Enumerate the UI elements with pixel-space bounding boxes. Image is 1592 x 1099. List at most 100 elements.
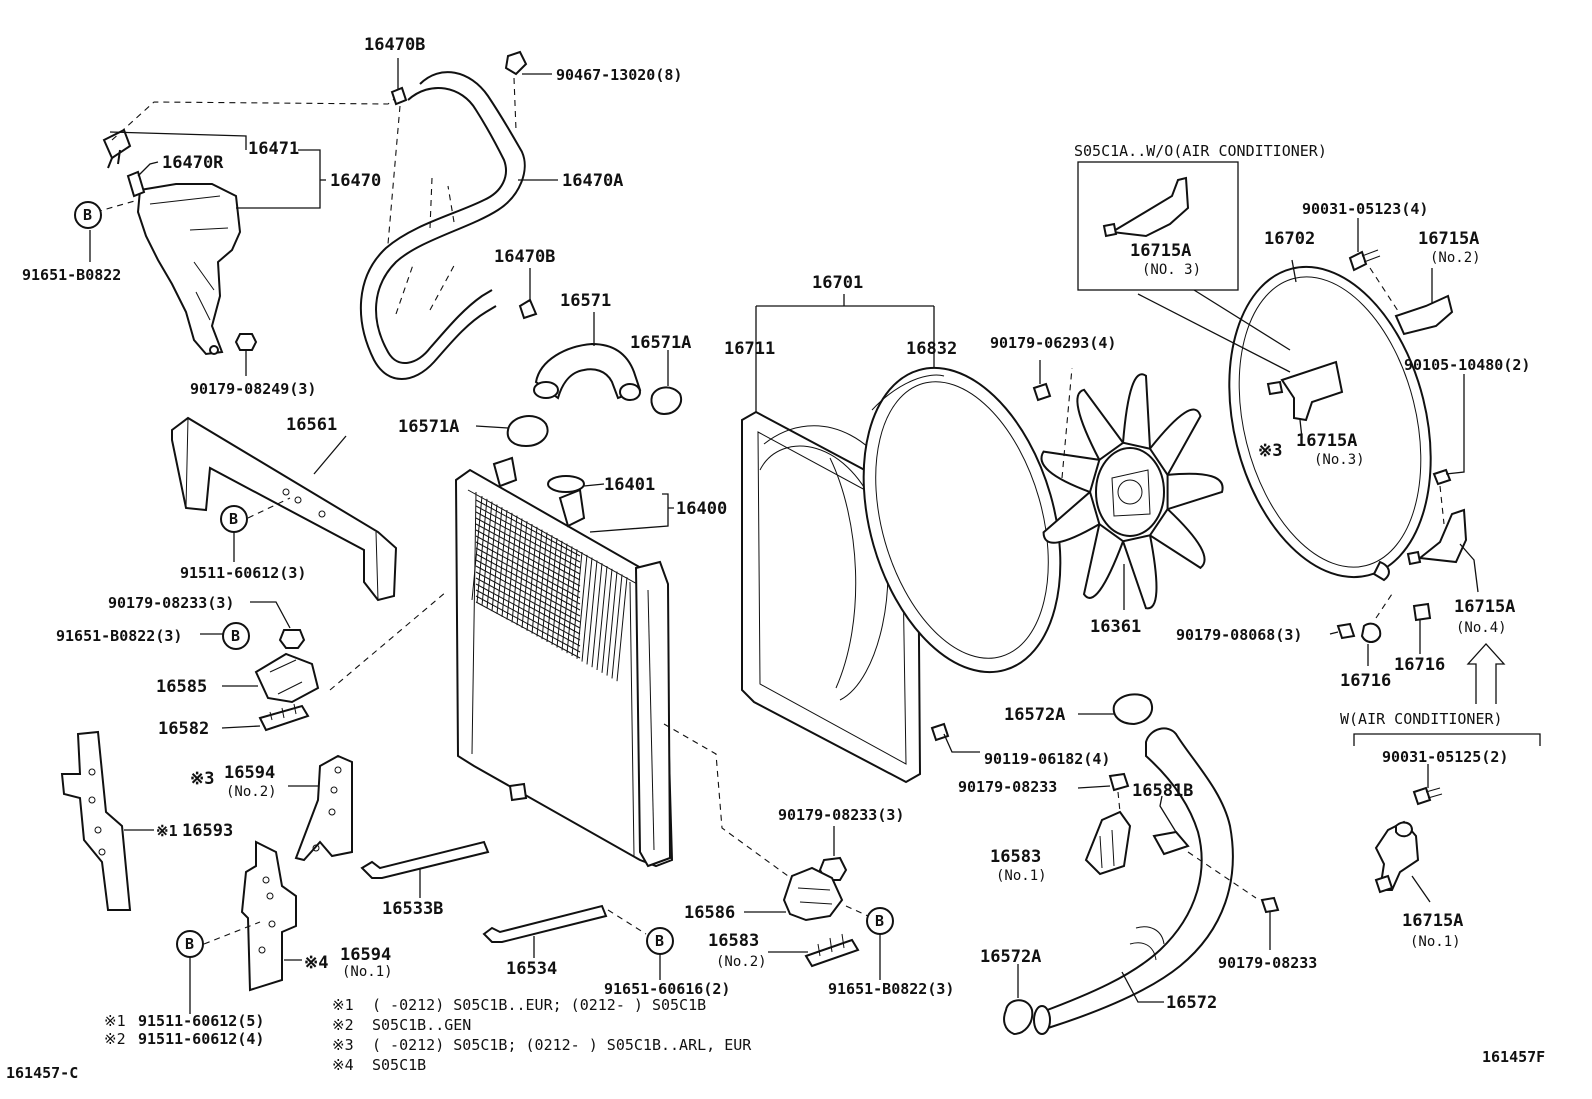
- legend-4-mark: ※4: [332, 1056, 354, 1074]
- bolt-90119-06182: [930, 722, 950, 742]
- stay-16534: [482, 904, 608, 943]
- label-16715A-no3-box-sub: (NO. 3): [1142, 262, 1201, 278]
- arrow-up: [1466, 643, 1506, 704]
- bracket-16594-no2: [288, 754, 353, 862]
- label-90179-08068: 90179-08068(3): [1176, 626, 1302, 644]
- label-91651-B0822: 91651-B0822: [22, 266, 121, 284]
- fan-shroud-16702: [1228, 218, 1479, 593]
- bolt-b-marker-mount: [222, 622, 250, 650]
- callout-labels: 16470B 90467-13020(8) 16471 16470R 16470…: [22, 35, 1530, 1013]
- label-16470B-top: 16470B: [364, 35, 425, 55]
- label-90179-08233-c: 90179-08233: [958, 778, 1057, 796]
- nut-90179-08068: [1336, 622, 1356, 640]
- nut-90179-08249: [234, 333, 258, 351]
- label-16572: 16572: [1166, 993, 1217, 1013]
- nut-90179-08233-a: [278, 629, 306, 649]
- label-mark1-16593: ※1: [156, 822, 178, 840]
- footnotes: ※1 91511-60612(5) ※2 91511-60612(4): [104, 1012, 264, 1048]
- label-16583-no1-sub: (No.1): [996, 868, 1047, 884]
- bracket-16593: [60, 730, 154, 911]
- label-16716-a: 16716: [1340, 671, 1391, 691]
- label-91651-60616: 91651-60616(2): [604, 980, 730, 998]
- label-16470R: 16470R: [162, 153, 224, 173]
- nut-90179-06293: [1032, 382, 1052, 402]
- label-16581B: 16581B: [1132, 781, 1193, 801]
- label-91651-B0822-3a: 91651-B0822(3): [56, 627, 182, 645]
- label-16571A-right: 16571A: [630, 333, 691, 353]
- label-90119-06182: 90119-06182(4): [984, 750, 1110, 768]
- label-90031-05123: 90031-05123(4): [1302, 200, 1428, 218]
- bolt-b-text-mount: B: [231, 627, 240, 645]
- label-16715A-no4: 16715A: [1454, 597, 1515, 617]
- label-16832: 16832: [906, 339, 957, 359]
- clip-16470B-top: [390, 86, 408, 106]
- label-16582: 16582: [158, 719, 209, 739]
- label-90179-06293: 90179-06293(4): [990, 334, 1116, 352]
- label-16400: 16400: [676, 499, 727, 519]
- bolt-90105-10480: [1432, 468, 1452, 486]
- reservoir-tank: [136, 183, 242, 356]
- label-90031-05125: 90031-05125(2): [1382, 748, 1508, 766]
- bolt-b-text-tank: B: [83, 206, 92, 224]
- lower-hose-16572: [1033, 727, 1234, 1035]
- label-16715A-no1: 16715A: [1402, 911, 1463, 931]
- footnote-1-mark: ※1: [104, 1012, 126, 1030]
- label-90179-08233-3b: 90179-08233(3): [778, 806, 904, 824]
- mount-16585-group: [200, 591, 447, 732]
- reservoir-cap: [102, 128, 132, 160]
- label-16715A-no2-sub: (No.2): [1430, 250, 1481, 266]
- label-90179-08249: 90179-08249(3): [190, 380, 316, 398]
- footnote-2-text: 91511-60612(4): [138, 1030, 264, 1048]
- label-16594-no2: 16594: [224, 763, 275, 783]
- bolt-b-text-lower-left: B: [185, 935, 194, 953]
- bracket-16583-no1: [1084, 810, 1132, 876]
- label-16361: 16361: [1090, 617, 1141, 637]
- nut-90179-08233-d: [1260, 896, 1280, 914]
- washer-16716-a: [1360, 622, 1382, 643]
- label-16583-no2-sub: (No.2): [716, 954, 767, 970]
- clip-16470B-mid: [518, 298, 538, 320]
- radiator-16400: [454, 456, 789, 877]
- label-16715A-no3: 16715A: [1296, 431, 1357, 451]
- label-16571: 16571: [560, 291, 611, 311]
- reservoir-tank-group: [74, 95, 399, 376]
- bracket-16715A-no3: [1280, 360, 1344, 422]
- bracket-16594-no1: [203, 840, 302, 992]
- bolt-b-marker-tank: [74, 201, 102, 229]
- clamp-16571A-left: [506, 415, 549, 448]
- legend-3-text: ( -0212) S05C1B; (0212- ) S05C1B..ARL, E…: [372, 1036, 752, 1054]
- upper-hose-16571: [533, 312, 642, 401]
- nut-90179-08233-c: [1108, 772, 1130, 792]
- mount-16586: [744, 866, 869, 922]
- label-16594-no1: 16594: [340, 945, 391, 965]
- label-16715A-no3-sub: (No.3): [1314, 452, 1365, 468]
- figure-code: 161457F: [1482, 1048, 1545, 1066]
- hose-16470A: [359, 71, 558, 380]
- label-91511-60612-3: 91511-60612(3): [180, 564, 306, 582]
- label-16716-b: 16716: [1394, 655, 1445, 675]
- label-16715A-no4-sub: (No.4): [1456, 620, 1507, 636]
- label-box-title: S05C1A..W/O(AIR CONDITIONER): [1074, 142, 1327, 160]
- label-16585: 16585: [156, 677, 207, 697]
- label-16594-no2-sub: (No.2): [226, 784, 277, 800]
- label-90179-08233-d: 90179-08233: [1218, 954, 1317, 972]
- bolt-b-text-bracket: B: [229, 510, 238, 528]
- legend-3-mark: ※3: [332, 1036, 354, 1054]
- radiator-cap-16401: [547, 475, 585, 493]
- label-16593: 16593: [182, 821, 233, 841]
- label-16711: 16711: [724, 339, 775, 359]
- bracket-16715A-no2: [1394, 294, 1454, 336]
- bracket-16561: [171, 416, 398, 602]
- diagram-id: 161457-C: [6, 1064, 78, 1082]
- bolt-90031-05125: [1412, 786, 1432, 806]
- bolt-b-text-lower-mid: B: [655, 932, 664, 950]
- label-16701: 16701: [812, 273, 863, 293]
- label-mark4-16594: ※4: [304, 953, 328, 973]
- label-16470: 16470: [330, 171, 381, 191]
- clip-90467: [504, 50, 528, 76]
- clamp-16572A-top: [1112, 693, 1153, 726]
- label-16470B-mid: 16470B: [494, 247, 555, 267]
- legend-1-mark: ※1: [332, 996, 354, 1014]
- washer-16716-b: [1412, 602, 1432, 622]
- label-16572A-top: 16572A: [1004, 705, 1065, 725]
